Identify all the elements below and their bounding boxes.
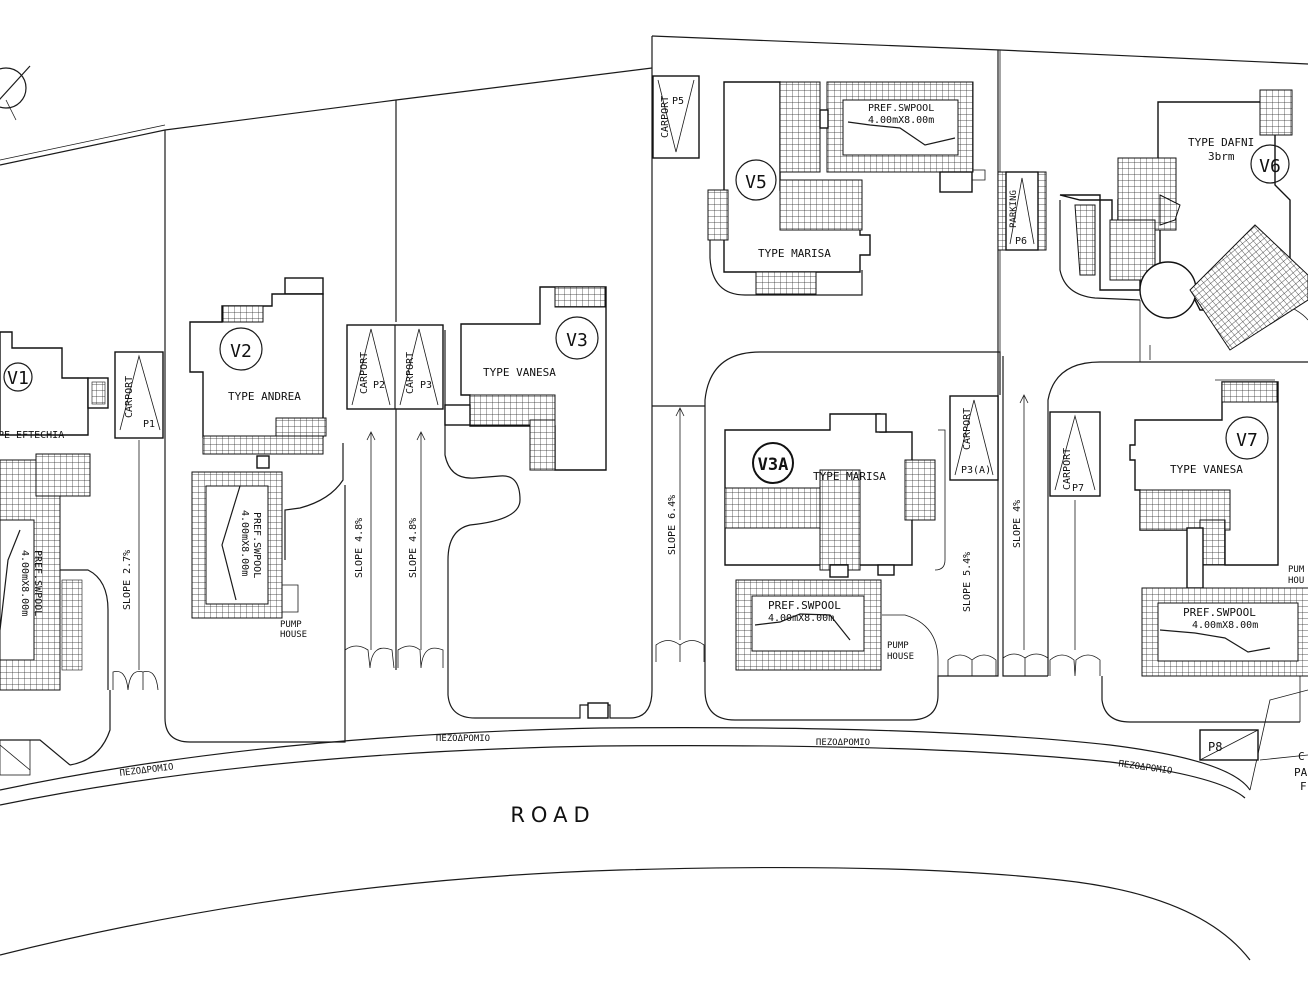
carport-label: CARPORT — [962, 408, 973, 450]
slope-label: SLOPE 4.8% — [354, 518, 365, 578]
carport-p3a: CARPORT P3(A) SLOPE 5.4% — [947, 395, 999, 676]
pump-house: HOU — [1288, 576, 1304, 586]
pump-house: HOUSE — [280, 630, 307, 640]
parking-id: P7 — [1072, 483, 1084, 494]
road-label: ROAD — [510, 803, 595, 827]
parking-id: P3 — [420, 380, 432, 391]
villa-tag: V3 — [566, 330, 588, 351]
villa-v6: V6 TYPE DAFNI 3brm — [1059, 89, 1308, 351]
villa-tag: V2 — [230, 341, 252, 362]
slope-label: SLOPE 2.7% — [122, 550, 133, 610]
parking-label: PARKING — [1009, 190, 1019, 228]
parking-id: P3(A) — [961, 465, 991, 476]
road-lines — [0, 689, 1308, 961]
pool-size: 4.00mX8.00m — [239, 510, 250, 576]
carport-p2-p3: CARPORT CARPORT P2 P3 SLOPE 4.8% SLOPE 4… — [344, 324, 444, 670]
pool-size: 4.00mX8.00m — [768, 613, 834, 624]
villa-v5: V5 TYPE MARISA PREF.SWPOOL 4.00mX8.00m — [707, 81, 974, 295]
edge-label: PA — [1294, 766, 1308, 779]
villa-v3: V3 TYPE VANESA — [444, 286, 607, 471]
parking-id: P2 — [373, 380, 385, 391]
villa-v7: V7 TYPE VANESA PREF.SWPOOL 4.00mX8.00m P… — [1129, 381, 1308, 677]
pump-house: PUMP — [280, 620, 302, 630]
carport-label: CARPORT — [1062, 448, 1073, 490]
carport-label: CARPORT — [405, 352, 416, 394]
carport-p7: CARPORT P7 — [1049, 411, 1101, 677]
parking-id: P6 — [1015, 236, 1027, 247]
pump-house: PUMP — [887, 641, 909, 651]
pedestrian-label: ΠΕΖΟΔΡΟΜΙΟ — [1118, 759, 1173, 776]
villa-tag: V6 — [1259, 156, 1281, 177]
villa-tag: V5 — [745, 172, 767, 193]
pool-name: PREF.SWPOOL — [868, 103, 934, 114]
villa-type: TYPE DAFNI — [1188, 136, 1254, 149]
parking-id: P1 — [143, 419, 155, 430]
villa-v1: V1 PE EFTECHIA PREF.SWPOOL 4.00mX8.00m — [0, 331, 109, 691]
villa-subtype: 3brm — [1208, 150, 1235, 163]
carport-label: CARPORT — [660, 96, 671, 138]
pool-name: PREF.SWPOOL — [251, 512, 262, 578]
pool-size: 4.00mX8.00m — [1192, 620, 1258, 631]
pump-house: HOUSE — [887, 652, 914, 662]
villa-v3a: V3A TYPE MARISA PREF.SWPOOL 4.00mX8.00m … — [724, 413, 939, 676]
slope-label: SLOPE 5.4% — [962, 552, 973, 612]
parking-id: P5 — [672, 96, 684, 107]
slope-label: SLOPE 4.8% — [408, 518, 419, 578]
carport-p1: CARPORT P1 SLOPE 2.7% — [112, 351, 164, 691]
carport-label: CARPORT — [124, 376, 135, 418]
pump-house: PUM — [1288, 565, 1305, 575]
pool-size: 4.00mX8.00m — [19, 550, 30, 616]
villa-tag: V1 — [7, 368, 29, 389]
villa-type: TYPE MARISA — [758, 247, 831, 260]
villa-type: PE EFTECHIA — [0, 430, 64, 441]
pool-size: 4.00mX8.00m — [868, 115, 934, 126]
villa-type: TYPE VANESA — [1170, 463, 1243, 476]
pedestrian-label: ΠΕΖΟΔΡΟΜΙΟ — [436, 734, 490, 744]
villa-tag: V7 — [1236, 430, 1258, 451]
north-arrow-icon — [0, 65, 31, 121]
slope-label: SLOPE 4% — [1012, 500, 1023, 548]
parking-id: P8 — [1208, 740, 1222, 754]
villa-type: TYPE ANDREA — [228, 390, 301, 403]
edge-label: F — [1300, 780, 1307, 793]
villa-v2: V2 TYPE ANDREA PREF.SWPOOL 4.00mX8.00m P… — [189, 277, 327, 640]
carport-label: CARPORT — [359, 352, 370, 394]
pool-name: PREF.SWPOOL — [32, 550, 43, 616]
villa-type: TYPE MARISA — [813, 470, 886, 483]
pedestrian-label: ΠΕΖΟΔΡΟΜΙΟ — [816, 738, 870, 748]
villa-tag: V3A — [758, 455, 789, 475]
slope-label: SLOPE 6.4% — [667, 495, 678, 555]
driveway-p6: SLOPE 4% PARKING P6 — [997, 171, 1049, 676]
villa-type: TYPE VANESA — [483, 366, 556, 379]
pool-name: PREF.SWPOOL — [768, 599, 841, 612]
parking-p8: P8 C PA F — [1199, 729, 1308, 793]
driveway-p5: SLOPE 6.4% CARPORT P5 — [652, 75, 705, 662]
edge-label: C — [1298, 750, 1305, 763]
lot-boundaries — [0, 100, 1308, 776]
pool-name: PREF.SWPOOL — [1183, 606, 1256, 619]
